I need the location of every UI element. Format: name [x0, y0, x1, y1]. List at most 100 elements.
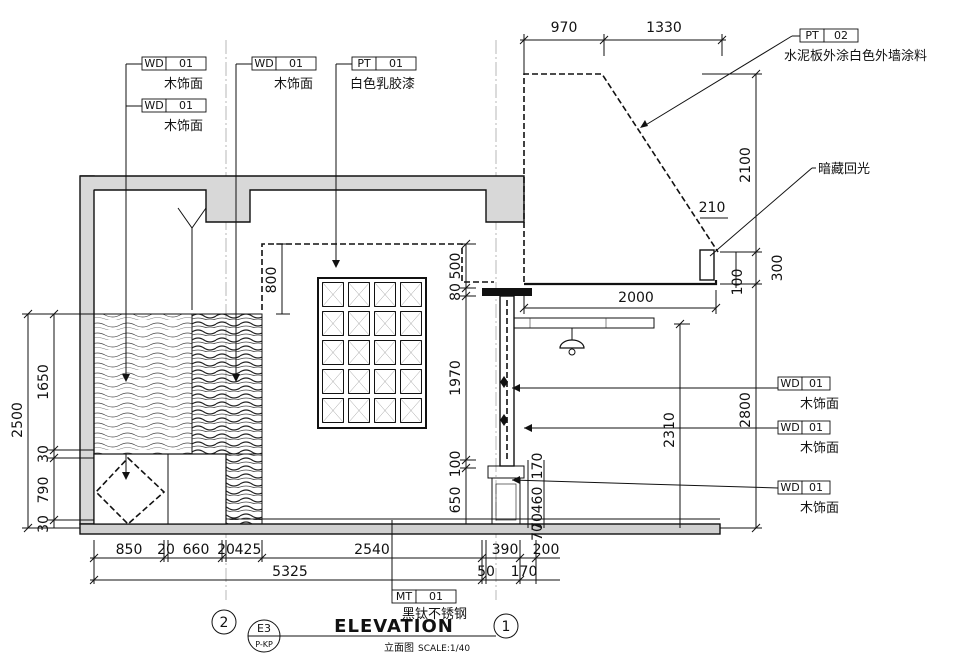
window-pane-cross [348, 369, 370, 394]
dim-left-790: 790 [36, 477, 52, 504]
tag-text: 木饰面 [274, 77, 313, 92]
window-pane [374, 282, 396, 307]
title-scale: SCALE:1/40 [418, 644, 470, 654]
window-pane [348, 398, 370, 423]
window-pane-cross [400, 340, 422, 365]
dim-right-210: 210 [699, 200, 726, 216]
dim-v-70b: 70 [530, 523, 546, 541]
window-pane [400, 398, 422, 423]
dim-left-30a: 30 [36, 445, 52, 463]
window-pane-cross [400, 282, 422, 307]
tag-wd5: WD 01 木饰面 [777, 420, 839, 456]
dim-v-800: 800 [264, 267, 280, 294]
dim-v-170: 170 [530, 453, 546, 480]
window-pane [322, 398, 344, 423]
dim-v-80: 80 [448, 283, 464, 301]
grid-label-right: 1 [502, 619, 511, 635]
window-pane-cross [348, 282, 370, 307]
window-pane [348, 369, 370, 394]
dim-v-70a: 70 [530, 513, 546, 531]
window-pane-cross [400, 369, 422, 394]
tag-number: 01 [179, 57, 193, 70]
tag-code: WD [780, 377, 799, 390]
window-pane [400, 340, 422, 365]
dim-bot-20b: 20 [217, 542, 235, 558]
dim-v-460: 460 [530, 487, 546, 514]
dim-right-100: 100 [730, 269, 746, 296]
center-lines [225, 40, 497, 600]
dim-left-1650: 1650 [36, 364, 52, 400]
tag-wd2: WD 01 木饰面 [141, 98, 207, 134]
dim-v-100: 100 [448, 451, 464, 478]
tag-wd1: WD 01 木饰面 [141, 56, 207, 92]
dim-v-1970: 1970 [448, 360, 464, 396]
window-pane [348, 340, 370, 365]
window-pane-cross [374, 369, 396, 394]
window-pane [322, 311, 344, 336]
dim-right-300: 300 [770, 255, 786, 282]
window-pane-cross [400, 398, 422, 423]
window-pane-cross [348, 340, 370, 365]
window-pane-cross [374, 340, 396, 365]
dim-bot-5325: 5325 [272, 564, 308, 580]
tag-number: 01 [179, 99, 193, 112]
window-pane-cross [374, 282, 396, 307]
tag-pt1: PT 01 白色乳胶漆 [350, 56, 417, 92]
tag-code: PT [805, 29, 819, 42]
tag-text: 白色乳胶漆 [350, 76, 415, 92]
title-main: ELEVATION [334, 616, 454, 637]
tag-pt2: PT 02 水泥板外涂白色外墙涂料 [784, 28, 927, 64]
tag-wd6: WD 01 木饰面 [777, 480, 839, 516]
tag-code: WD [144, 57, 163, 70]
window-pane [374, 369, 396, 394]
window-pane [374, 398, 396, 423]
tag-code: WD [254, 57, 273, 70]
leaders [122, 35, 813, 596]
tag-number: 01 [429, 590, 443, 603]
window-pane-cross [374, 311, 396, 336]
note-text: 暗藏回光 [818, 162, 870, 177]
wood-panel-left [93, 313, 263, 525]
window-pane-cross [322, 282, 344, 307]
dim-bot-20a: 20 [157, 542, 175, 558]
note-hidden-light: 暗藏回光 [812, 162, 870, 177]
dim-bot-390: 390 [492, 542, 519, 558]
tag-wd3: WD 01 木饰面 [251, 56, 317, 92]
window-pane-cross [322, 340, 344, 365]
window-pane [322, 340, 344, 365]
title-block: 2 E3 P-KP ELEVATION 立面图 SCALE:1/40 1 [211, 609, 519, 654]
dim-right-2310: 2310 [662, 412, 678, 448]
window-pane-cross [322, 369, 344, 394]
track-light [513, 317, 655, 356]
window-pane-cross [348, 398, 370, 423]
tag-number: 01 [809, 377, 823, 390]
dim-bot-170: 170 [511, 564, 538, 580]
dim-bot-850: 850 [116, 542, 143, 558]
window-pane [322, 369, 344, 394]
dim-top-1330: 1330 [646, 20, 682, 36]
dim-bot-2540: 2540 [354, 542, 390, 558]
window-pane [322, 282, 344, 307]
tag-text: 木饰面 [800, 441, 839, 456]
cabinet [93, 453, 227, 526]
dim-v-500: 500 [448, 253, 464, 280]
dim-bot-50: 50 [477, 564, 495, 580]
window-pane [374, 340, 396, 365]
hanging-rod [177, 207, 207, 310]
tag-wd4: WD 01 木饰面 [777, 376, 839, 412]
window-pane [400, 369, 422, 394]
window-pane-cross [400, 311, 422, 336]
tag-text: 黑钛不锈钢 [402, 607, 467, 622]
tag-number: 01 [289, 57, 303, 70]
window-pane-cross [348, 311, 370, 336]
window-pane [400, 311, 422, 336]
tag-code: WD [780, 421, 799, 434]
tag-code: PT [357, 57, 371, 70]
window-grid [317, 277, 427, 429]
tag-number: 02 [834, 29, 848, 42]
tag-text: 木饰面 [800, 397, 839, 412]
tag-text: 木饰面 [164, 77, 203, 92]
grid-label-left: 2 [220, 615, 229, 631]
dim-bot-660: 660 [183, 542, 210, 558]
